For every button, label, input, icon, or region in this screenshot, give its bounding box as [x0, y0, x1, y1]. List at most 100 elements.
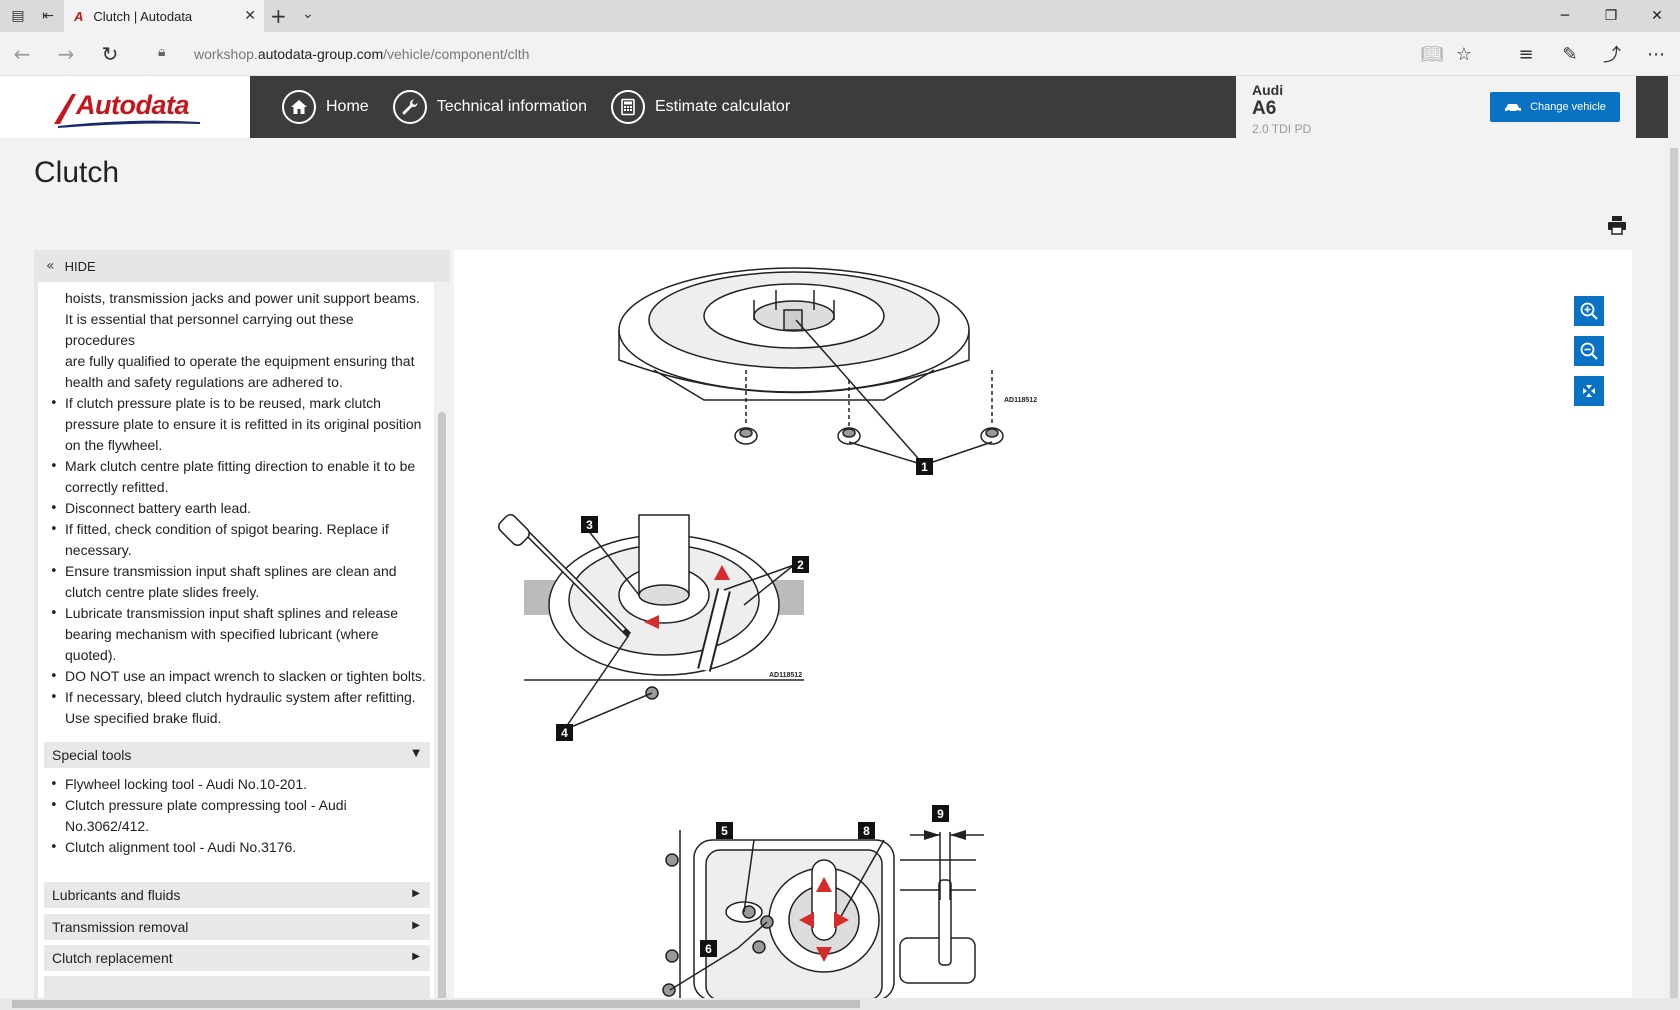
info-panel-content: hoists, transmission jacks and power uni… [38, 282, 434, 1000]
caret-right-icon: ▶ [412, 951, 420, 962]
figure-ref-2: AD118512 [769, 672, 802, 679]
zoom-out-button[interactable] [1574, 336, 1604, 366]
print-icon[interactable] [1606, 214, 1628, 236]
callout-2: 2 [792, 556, 809, 573]
zoom-out-icon [1580, 342, 1598, 360]
url-domain: autodata-group.com [257, 46, 384, 62]
callout-2-label: 2 [797, 558, 804, 572]
vehicle-engine: 2.0 TDI PD [1252, 122, 1312, 136]
callout-1-label: 1 [921, 460, 928, 474]
section-transmission-removal[interactable]: Transmission removal ▶ [44, 914, 430, 940]
section-clutch-label: Clutch replacement [52, 950, 173, 966]
selected-vehicle: Audi A6 2.0 TDI PD Change vehicle [1236, 76, 1636, 138]
browser-address-bar: ← → ↻ 🔒︎ workshop.autodata-group.com/veh… [0, 32, 1680, 76]
list-item: Clutch alignment tool - Audi No.3176. [38, 837, 434, 858]
special-tools-label: Special tools [52, 747, 132, 763]
restore-icon[interactable]: ❐ [1604, 8, 1618, 24]
hide-panel-toggle[interactable]: « HIDE [34, 250, 450, 282]
reading-view-icon[interactable]: 📖︎ [1420, 43, 1444, 65]
section-next-partial[interactable] [44, 976, 430, 1000]
list-item: necessary. [65, 542, 132, 558]
nav-technical-label: Technical information [436, 98, 587, 115]
set-aside-tabs-icon[interactable]: ⇤ [42, 8, 54, 24]
zoom-in-icon [1580, 302, 1598, 320]
clutch-diagram[interactable]: 1 AD118512 2 [454, 250, 1554, 1000]
hide-label: HIDE [64, 258, 96, 274]
red-arrows-fig3 [799, 877, 849, 962]
new-tab-icon[interactable]: + [270, 4, 287, 28]
list-item: pressure plate to ensure it is refitted … [65, 416, 422, 432]
alignment-figure [662, 830, 976, 1000]
pressure-plate-figure [618, 267, 1004, 466]
callout-5: 5 [716, 822, 733, 839]
caret-down-icon: ▼ [412, 748, 420, 759]
change-vehicle-label: Change vehicle [1530, 101, 1606, 113]
home-icon [282, 90, 316, 124]
list-item: Clutch pressure plate compressing tool -… [38, 795, 434, 816]
panel-scroll-thumb[interactable] [438, 412, 446, 1000]
callout-3-label: 3 [586, 518, 593, 532]
url-path: /vehicle/component/clth [383, 46, 530, 62]
share-icon[interactable]: ⤴ [1603, 45, 1621, 66]
nav-estimate-calculator[interactable]: Estimate calculator [610, 90, 791, 124]
refresh-icon[interactable]: ↻ [101, 42, 119, 66]
callout-5-label: 5 [721, 824, 728, 838]
callout-4: 4 [556, 724, 573, 741]
tab-manager-icon[interactable]: ▤ [11, 8, 25, 24]
list-item: quoted). [65, 647, 117, 663]
caret-right-icon: ▶ [412, 888, 420, 899]
window-scroll-thumb[interactable] [1670, 148, 1678, 998]
list-item: are fully qualified to operate the equip… [65, 353, 415, 369]
callout-9: 9 [932, 805, 949, 822]
close-tab-icon[interactable]: ✕ [244, 8, 256, 24]
change-vehicle-button[interactable]: Change vehicle [1490, 92, 1620, 122]
section-lubricants[interactable]: Lubricants and fluids ▶ [44, 882, 430, 908]
nav-technical-information[interactable]: Technical information [392, 90, 587, 124]
horizontal-scroll-thumb[interactable] [12, 1000, 860, 1008]
forward-icon[interactable]: → [57, 42, 75, 66]
section-lubricants-label: Lubricants and fluids [52, 887, 181, 903]
special-tools-header[interactable]: Special tools ▼ [44, 742, 430, 768]
figure-ref-1: AD118512 [1004, 397, 1037, 404]
autodata-favicon-icon: A [74, 8, 84, 24]
url-prefix: workshop. [194, 46, 258, 62]
url-field[interactable]: workshop.autodata-group.com/vehicle/comp… [194, 46, 529, 62]
nav-estimate-label: Estimate calculator [654, 98, 791, 115]
zoom-in-button[interactable] [1574, 296, 1604, 326]
browser-tab-active[interactable]: A Clutch | Autodata ✕ [64, 0, 264, 32]
minimize-icon[interactable]: ─ [1560, 8, 1570, 24]
special-tools-list: Flywheel locking tool - Audi No.10-201.C… [38, 774, 434, 858]
diagram-panel: 1 AD118512 2 [454, 250, 1632, 1000]
list-item: If fitted, check condition of spigot bea… [38, 519, 434, 540]
autodata-logo[interactable]: Autodata [52, 88, 202, 128]
window-scrollbar[interactable] [1668, 76, 1680, 998]
list-item: Mark clutch centre plate fitting directi… [38, 456, 434, 477]
notes-list-wrapper: hoists, transmission jacks and power uni… [38, 288, 434, 729]
nav-home-label: Home [326, 98, 369, 115]
hub-icon[interactable]: ≡ [1518, 43, 1534, 65]
favorite-star-icon[interactable]: ☆ [1455, 43, 1473, 65]
calculator-icon [610, 90, 645, 124]
callout-6-label: 6 [705, 942, 712, 956]
fit-icon [1583, 385, 1595, 397]
wrench-icon [392, 90, 427, 124]
horizontal-scrollbar[interactable] [0, 998, 1680, 1010]
nav-home[interactable]: Home [282, 90, 369, 124]
more-icon[interactable]: ⋯ [1647, 43, 1665, 65]
header-edge [1636, 76, 1668, 138]
tab-preview-chevron-icon[interactable]: ⌄ [302, 6, 314, 22]
browser-tab-bar: ▤ ⇤ A Clutch | Autodata ✕ + ⌄ ─ ❐ ✕ [0, 0, 1680, 32]
list-item: hoists, transmission jacks and power uni… [65, 290, 420, 306]
callout-1: 1 [916, 458, 933, 475]
list-item: No.3062/412. [65, 818, 150, 834]
section-clutch-replacement[interactable]: Clutch replacement ▶ [44, 945, 430, 971]
panel-scrollbar[interactable] [434, 282, 450, 1000]
section-transmission-label: Transmission removal [52, 919, 189, 935]
back-icon[interactable]: ← [13, 42, 31, 66]
window-close-icon[interactable]: ✕ [1651, 8, 1663, 24]
list-item: Disconnect battery earth lead. [38, 498, 434, 519]
web-note-icon[interactable]: ✎ [1562, 43, 1578, 65]
fit-to-screen-button[interactable] [1574, 376, 1604, 406]
main-nav: Home Technical information Estimate calc… [250, 76, 1236, 138]
list-item: Ensure transmission input shaft splines … [38, 561, 434, 582]
